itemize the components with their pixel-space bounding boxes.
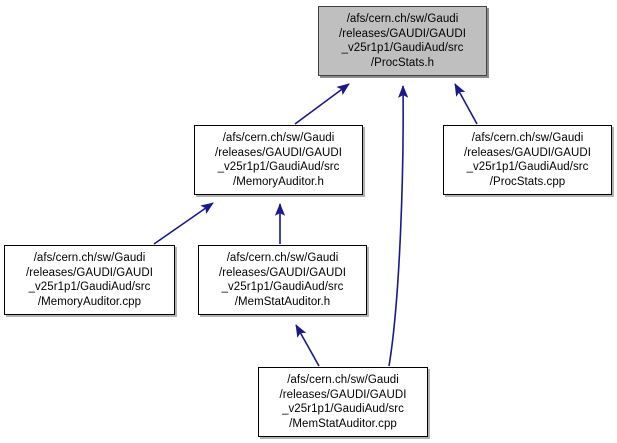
node-line: /releases/GAUDI/GAUDI xyxy=(215,146,342,159)
edge-memstatauditor-cpp-to-procstats-h xyxy=(388,85,409,367)
edge-memstatauditor-cpp-to-memstatauditor-h xyxy=(295,324,320,367)
node-line: /afs/cern.ch/sw/Gaudi xyxy=(226,252,339,264)
node-line: _v25r1p1/GaudiAud/src xyxy=(221,281,344,293)
node-line: /afs/cern.ch/sw/Gaudi xyxy=(33,252,146,264)
node-line: /MemStatAuditor.h xyxy=(234,295,331,308)
node-line: _v25r1p1/GaudiAud/src xyxy=(28,281,151,293)
node-procstats-h[interactable]: /afs/cern.ch/sw/Gaudi /releases/GAUDI/GA… xyxy=(318,6,487,76)
node-line: /ProcStats.cpp xyxy=(489,175,566,188)
node-line: _v25r1p1/GaudiAud/src xyxy=(341,42,464,54)
node-line: _v25r1p1/GaudiAud/src xyxy=(466,161,589,173)
edge-procstats-cpp-to-procstats-h xyxy=(454,83,478,125)
node-line: /releases/GAUDI/GAUDI xyxy=(464,146,591,159)
node-line: /ProcStats.h xyxy=(370,56,435,69)
node-memoryauditor-h[interactable]: /afs/cern.ch/sw/Gaudi /releases/GAUDI/GA… xyxy=(194,125,363,195)
node-line: /releases/GAUDI/GAUDI xyxy=(339,27,466,40)
node-memstatauditor-cpp[interactable]: /afs/cern.ch/sw/Gaudi /releases/GAUDI/GA… xyxy=(258,367,428,437)
node-line: /releases/GAUDI/GAUDI xyxy=(279,388,407,401)
node-line: /afs/cern.ch/sw/Gaudi xyxy=(471,132,584,144)
edge-memoryauditor-cpp-to-memoryauditor-h xyxy=(153,202,214,245)
node-line: /releases/GAUDI/GAUDI xyxy=(219,266,346,279)
node-line: /afs/cern.ch/sw/Gaudi xyxy=(222,132,335,144)
node-line: _v25r1p1/GaudiAud/src xyxy=(217,161,340,173)
node-line: /afs/cern.ch/sw/Gaudi xyxy=(346,13,459,25)
node-memoryauditor-cpp[interactable]: /afs/cern.ch/sw/Gaudi /releases/GAUDI/GA… xyxy=(4,245,175,315)
node-line: /MemStatAuditor.cpp xyxy=(289,417,397,430)
node-line: /MemoryAuditor.h xyxy=(233,175,324,188)
node-line: /afs/cern.ch/sw/Gaudi xyxy=(287,374,399,386)
node-line: _v25r1p1/GaudiAud/src xyxy=(282,403,404,415)
edge-memoryauditor-h-to-procstats-h xyxy=(294,83,350,125)
node-procstats-cpp[interactable]: /afs/cern.ch/sw/Gaudi /releases/GAUDI/GA… xyxy=(443,125,612,195)
node-line: /releases/GAUDI/GAUDI xyxy=(26,266,153,279)
node-memstatauditor-h[interactable]: /afs/cern.ch/sw/Gaudi /releases/GAUDI/GA… xyxy=(198,245,367,315)
node-line: /MemoryAuditor.cpp xyxy=(37,295,142,308)
